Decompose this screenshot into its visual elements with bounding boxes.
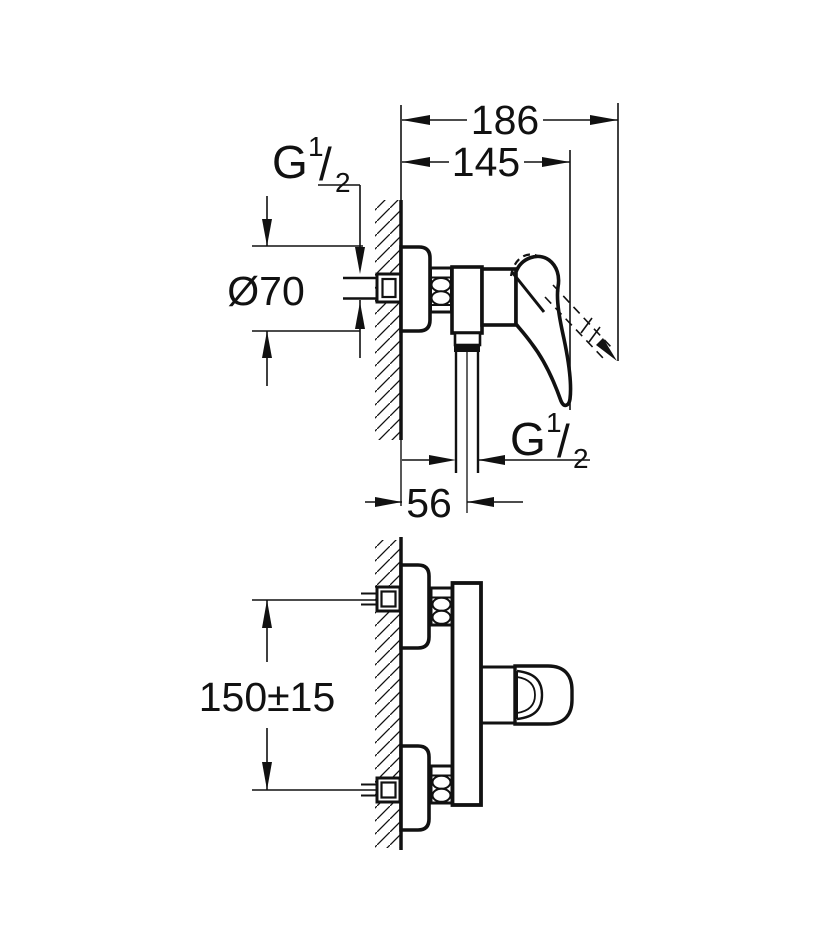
inlet-fitting-bottom-front [375, 776, 402, 804]
dimension-186: 186 [400, 97, 619, 361]
dimension-150: 150±15 [199, 599, 378, 791]
handle-cap-front [513, 664, 574, 726]
flange-bottom-front [399, 744, 431, 832]
handle-swing-indicator [544, 284, 617, 361]
callout-thread-top: G 1 / 2 [272, 131, 365, 358]
dimension-145: 145 [402, 139, 571, 410]
swing-arrowhead [596, 338, 617, 361]
union-nut-top-front [429, 586, 454, 627]
dimension-diameter-70: Ø70 [227, 196, 363, 386]
thread-top-num: 1 [308, 131, 324, 162]
handle-edge-line [510, 271, 546, 313]
wall-hatch-side [375, 200, 401, 440]
union-nut-side [429, 266, 453, 314]
handle-lever-side [514, 254, 573, 408]
thread-outlet-slash: / [557, 415, 570, 467]
side-view [343, 200, 617, 513]
callout-thread-outlet: G 1 / 2 [402, 407, 590, 474]
mixer-body-side [450, 265, 484, 335]
flange-top-front [399, 563, 431, 650]
cartridge-neck-front [481, 665, 515, 725]
dimension-56: 56 [365, 440, 523, 526]
inlet-fitting-top-front [375, 585, 402, 613]
thread-outlet-den: 2 [573, 443, 589, 474]
thread-outlet-g: G [510, 413, 546, 465]
dim-label-56: 56 [406, 480, 452, 526]
dim-label-145: 145 [452, 139, 520, 185]
thread-top-g: G [272, 136, 308, 188]
thread-outlet-num: 1 [546, 407, 562, 438]
thread-top-den: 2 [335, 167, 351, 198]
flange-side [399, 245, 432, 333]
handle-cap-detail [516, 669, 544, 721]
outlet-side [453, 331, 482, 513]
dim-label-186: 186 [471, 97, 539, 143]
thread-top-slash: / [319, 138, 332, 190]
supply-pipe-side [343, 276, 377, 300]
cartridge-housing-side [480, 267, 518, 327]
supply-stubs-front [361, 592, 377, 797]
front-view [361, 537, 574, 850]
mixer-body-front [450, 581, 483, 807]
inlet-fitting-side [375, 272, 403, 304]
dim-label-diameter: Ø70 [227, 268, 305, 314]
union-nut-bottom-front [429, 764, 454, 805]
dim-label-150: 150±15 [199, 674, 336, 720]
